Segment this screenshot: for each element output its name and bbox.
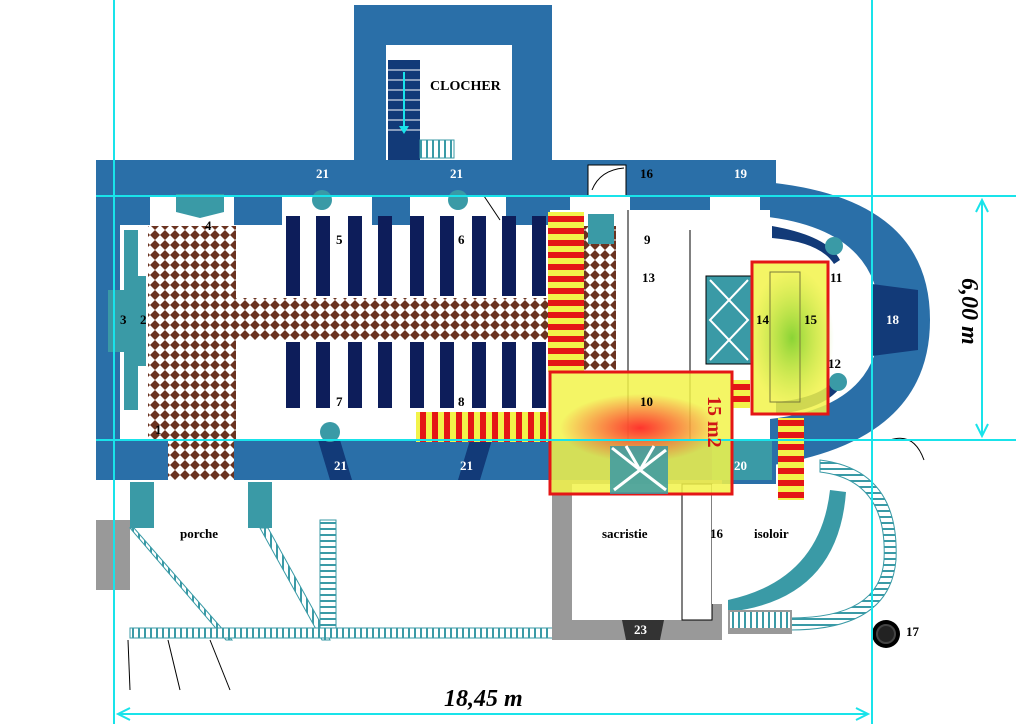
number-21-top-right: 21: [450, 166, 463, 181]
pew-upper-9: [532, 216, 546, 296]
number-7: 7: [336, 394, 343, 409]
number-16-stair: 16: [640, 166, 654, 181]
pew-lower-5: [410, 342, 424, 408]
lower-rooms: [96, 459, 897, 691]
number-19: 19: [734, 166, 748, 181]
pew-upper-2: [316, 216, 330, 296]
pew-upper-8: [502, 216, 516, 296]
number-10: 10: [640, 394, 653, 409]
number-13: 13: [642, 270, 656, 285]
number-5: 5: [336, 232, 343, 247]
label-clocher: CLOCHER: [430, 79, 502, 94]
pew-lower-4: [378, 342, 392, 408]
label-isoloir: isoloir: [754, 526, 789, 541]
dimension-height: 6,00 m: [956, 278, 982, 345]
number-21-bottom-right: 21: [460, 458, 473, 473]
pew-lower-2: [316, 342, 330, 408]
number-6: 6: [458, 232, 465, 247]
number-18: 18: [886, 312, 900, 327]
pew-lower-1: [286, 342, 300, 408]
number-4: 4: [205, 218, 212, 233]
number-2: 2: [140, 312, 147, 327]
number-21-top-left: 21: [316, 166, 329, 181]
pew-upper-7: [472, 216, 486, 296]
room-labels: CLOCHER porche sacristie isoloir: [180, 79, 789, 541]
number-23: 23: [634, 622, 648, 637]
highlight-zones: [416, 212, 834, 500]
pew-lower-9: [532, 342, 546, 408]
pew-lower-6: [440, 342, 454, 408]
number-14: 14: [756, 312, 770, 327]
pews-lower: [286, 342, 546, 408]
number-16-lower: 16: [710, 526, 724, 541]
bell-tower-stairs: [388, 60, 455, 160]
pew-upper-5: [410, 216, 424, 296]
item-numbers: 1 2 3 4 5 6 7 8 9 10 11 12 13 14 15 16 1…: [120, 166, 920, 639]
label-porche: porche: [180, 526, 218, 541]
label-sacristie: sacristie: [602, 526, 648, 541]
pew-upper-4: [378, 216, 392, 296]
number-20: 20: [734, 458, 747, 473]
number-3: 3: [120, 312, 127, 327]
pew-lower-8: [502, 342, 516, 408]
number-11: 11: [830, 270, 842, 285]
number-9: 9: [644, 232, 651, 247]
pew-upper-6: [440, 216, 454, 296]
number-15: 15: [804, 312, 818, 327]
number-8: 8: [458, 394, 465, 409]
fan-fixture: [610, 445, 668, 494]
pew-lower-7: [472, 342, 486, 408]
pew-upper-3: [348, 216, 362, 296]
dimension-width: 18,45 m: [444, 686, 523, 712]
number-12: 12: [828, 356, 841, 371]
area-label: 15 m2: [703, 396, 725, 448]
pews-upper: [286, 216, 546, 296]
number-17: 17: [906, 624, 920, 639]
number-1: 1: [155, 422, 162, 437]
number-21-bottom-left: 21: [334, 458, 347, 473]
dimension-guides: [96, 0, 1016, 724]
pew-upper-1: [286, 216, 300, 296]
pew-lower-3: [348, 342, 362, 408]
